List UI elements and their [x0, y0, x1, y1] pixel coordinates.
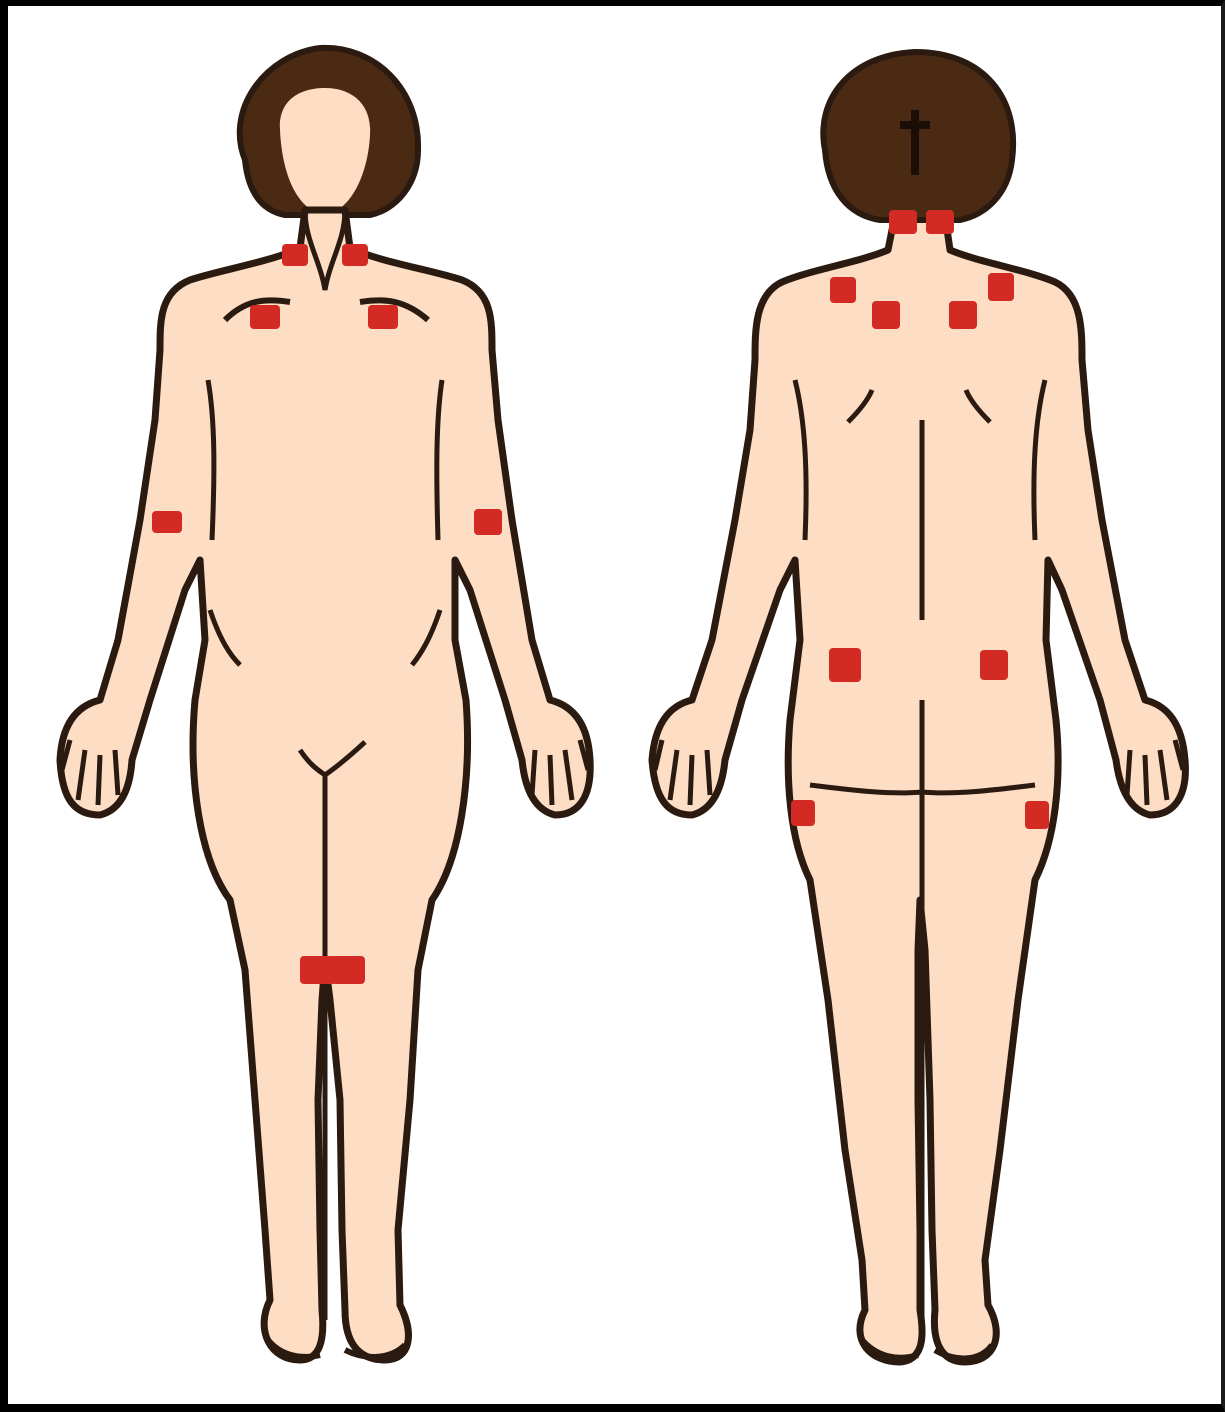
front-tender-point-neck-right — [342, 244, 368, 266]
back-tender-point-gluteal-left — [829, 648, 861, 682]
back-body — [652, 215, 1185, 1362]
back-tender-point-trapezius-left — [830, 277, 856, 303]
back-view-figure — [652, 52, 1185, 1362]
front-tender-point-elbow-left — [152, 511, 182, 533]
front-tender-point-chest-right — [368, 305, 398, 329]
front-tender-point-neck-left — [282, 244, 308, 266]
front-tender-point-elbow-right — [474, 509, 502, 535]
front-tender-point-knee-right — [331, 956, 365, 984]
back-tender-point-occiput-right — [926, 210, 954, 234]
back-tender-point-trapezius-right — [988, 273, 1014, 301]
front-tender-point-chest-left — [250, 305, 280, 329]
back-tender-point-trochanter-left — [791, 800, 815, 826]
front-tender-point-knee-left — [300, 956, 336, 984]
back-tender-point-trochanter-right — [1025, 801, 1049, 829]
back-tender-point-occiput-left — [889, 210, 917, 234]
front-view-figure — [60, 48, 590, 1360]
back-tender-point-gluteal-right — [980, 650, 1008, 680]
back-tender-point-supraspinatus-right — [949, 301, 977, 329]
back-tender-point-supraspinatus-left — [872, 301, 900, 329]
